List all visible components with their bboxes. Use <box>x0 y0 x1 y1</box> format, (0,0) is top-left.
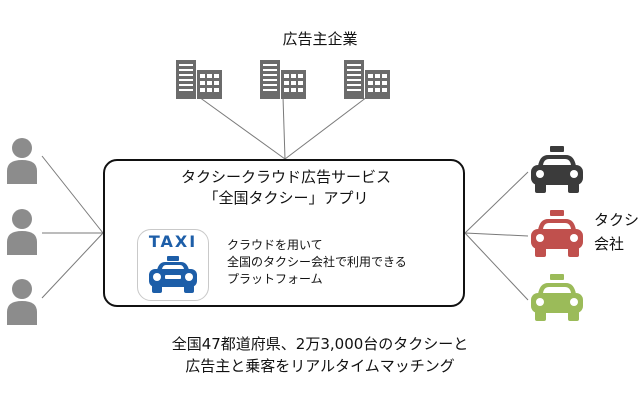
description-line: クラウドを用いて <box>227 238 323 252</box>
description-line: 全国のタクシー会社で利用できる <box>227 255 407 269</box>
office-building-icon <box>344 60 390 99</box>
service-subtitle: 「全国タクシー」アプリ <box>203 189 369 207</box>
taxi-icon <box>531 274 583 321</box>
connector-line <box>464 171 529 234</box>
service-title: タクシークラウド広告サービス <box>180 168 391 186</box>
person-icon <box>7 209 37 255</box>
connector-line <box>464 232 529 301</box>
connector-line <box>198 96 286 160</box>
person-icon <box>7 138 37 184</box>
taxi-company-label-line1: タクシー <box>594 211 640 229</box>
office-building-icon <box>260 60 306 99</box>
taxi-company-label-line2: 会社 <box>594 235 625 253</box>
office-building-icon <box>176 60 222 99</box>
description-line: プラットフォーム <box>227 272 323 286</box>
taxi-car-icon <box>149 256 197 293</box>
service-box: タクシークラウド広告サービス 「全国タクシー」アプリ TAXI クラウドを用いて… <box>103 159 465 307</box>
app-icon-label: TAXI <box>148 232 198 251</box>
connector-line <box>282 96 286 160</box>
advertisers-label: 広告主企業 <box>282 30 358 48</box>
service-description: クラウドを用いて 全国のタクシー会社で利用できる プラットフォーム <box>227 237 407 288</box>
connector-line <box>41 155 104 234</box>
taxi-icon <box>531 210 583 257</box>
summary-line-1: 全国47都道府県、2万3,000台のタクシーと <box>171 335 469 353</box>
connector-line <box>284 96 368 160</box>
connector-line <box>41 232 104 299</box>
taxi-icon <box>531 146 583 193</box>
connector-line <box>464 232 529 237</box>
taxi-company-label: タクシー会社 <box>594 208 640 256</box>
taxi-app-icon: TAXI <box>137 229 209 301</box>
summary-line-2: 広告主と乗客をリアルタイムマッチング <box>185 357 455 375</box>
person-icon <box>7 279 37 325</box>
